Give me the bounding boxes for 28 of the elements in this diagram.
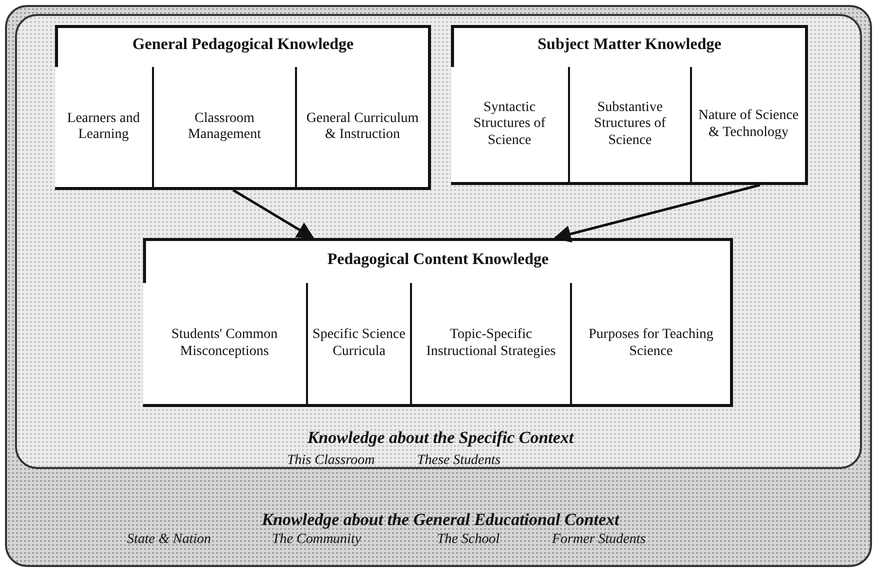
cell-text: Purposes for Teaching Science — [588, 327, 714, 360]
context-item: The School — [437, 532, 500, 548]
box-heading: General Pedagogical Knowledge — [131, 36, 355, 54]
cell-text: Learners and Learning — [66, 110, 141, 144]
knowledge-box — [143, 238, 733, 407]
cell-text: Syntactic Structures of Science — [472, 100, 546, 149]
cell-text: Topic-Specific Instructional Strategies — [425, 327, 557, 360]
context-item: These Students — [417, 453, 501, 470]
cell-text: Classroom Management — [186, 110, 262, 144]
context-item: This Classroom — [287, 453, 375, 470]
cell-text: General Curriculum & Instruction — [305, 110, 420, 144]
context-item: State & Nation — [127, 532, 211, 548]
heading: Knowledge about the Specific Context — [306, 428, 575, 448]
knowledge-box — [451, 25, 808, 185]
cell-text: Specific Science Curricula — [312, 327, 406, 360]
box-heading: Subject Matter Knowledge — [536, 36, 722, 54]
cell-text: Students' Common Misconceptions — [170, 327, 279, 360]
context-panel — [15, 14, 862, 469]
arrow — [553, 184, 760, 243]
context-band — [5, 5, 872, 567]
arrow — [232, 188, 314, 240]
context-item: Former Students — [552, 532, 646, 548]
cell-text: Substantive Structures of Science — [593, 100, 667, 149]
cell-text: Nature of Science & Technology — [697, 108, 800, 141]
heading: Knowledge about the General Educational Context — [260, 510, 620, 530]
knowledge-box — [55, 25, 431, 190]
context-item: The Community — [272, 532, 362, 548]
box-heading: Pedagogical Content Knowledge — [326, 251, 550, 270]
